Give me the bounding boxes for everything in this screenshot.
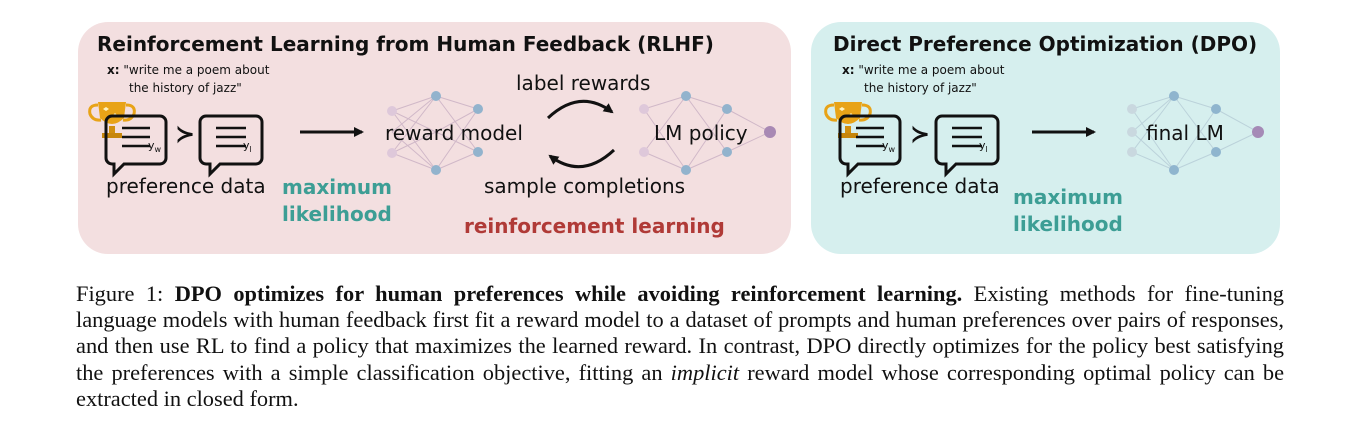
speech-bubble-icon bbox=[934, 114, 1000, 178]
label-rewards-label: label rewards bbox=[516, 71, 651, 95]
neural-network-icon bbox=[387, 91, 483, 175]
reinforcement-learning-label: reinforcement learning bbox=[464, 214, 725, 238]
prompt-line1: "write me a poem about bbox=[858, 63, 1005, 77]
prompt-label: x: bbox=[842, 63, 855, 77]
dpo-panel bbox=[811, 22, 1280, 254]
figure-caption: Figure 1: DPO optimizes for human prefer… bbox=[76, 281, 1284, 412]
rlhf-title: Reinforcement Learning from Human Feedba… bbox=[97, 32, 714, 56]
sample-completions-label: sample completions bbox=[484, 174, 686, 198]
prompt-line1: "write me a poem about bbox=[123, 63, 270, 77]
caption-bold: DPO optimizes for human preferences whil… bbox=[174, 281, 963, 306]
prompt-label: x: bbox=[107, 63, 120, 77]
speech-bubble-icon bbox=[838, 114, 902, 178]
neural-network-icon bbox=[1127, 91, 1264, 175]
lm-policy-label: LM policy bbox=[654, 121, 748, 145]
rlhf-panel bbox=[78, 22, 791, 254]
preference-symbol: ≻ bbox=[910, 120, 931, 148]
caption-prefix: Figure 1: bbox=[76, 281, 175, 306]
response-yw-label: yw bbox=[148, 139, 162, 155]
caption-text: Existing methods for fine-tuning languag… bbox=[76, 281, 1284, 385]
speech-bubble-icon bbox=[198, 114, 264, 178]
response-yw-label: yw bbox=[882, 139, 896, 155]
caption-text-end: reward model whose corresponding optimal… bbox=[76, 359, 1285, 411]
curved-arrow-icon bbox=[546, 99, 614, 120]
prompt-text: x: "write me a poem about the history of… bbox=[107, 61, 269, 97]
curved-arrow-icon bbox=[548, 148, 616, 169]
prompt-line2: the history of jazz" bbox=[129, 81, 242, 95]
dpo-title: Direct Preference Optimization (DPO) bbox=[833, 32, 1258, 56]
preference-data-label: preference data bbox=[106, 174, 266, 198]
caption-italic: implicit bbox=[670, 359, 740, 385]
preference-symbol: ≻ bbox=[175, 120, 196, 148]
prompt-line2: the history of jazz" bbox=[864, 81, 977, 95]
prompt-text: x: "write me a poem about the history of… bbox=[842, 61, 1004, 97]
preference-data-label: preference data bbox=[840, 174, 1000, 198]
speech-bubble-icon bbox=[104, 114, 168, 178]
trophy-icon bbox=[88, 100, 136, 140]
neural-network-icon bbox=[639, 91, 776, 175]
reward-model-label: reward model bbox=[385, 121, 523, 145]
response-yl-label: yl bbox=[979, 139, 988, 155]
response-yl-label: yl bbox=[243, 139, 252, 155]
trophy-icon bbox=[824, 100, 872, 140]
final-lm-label: final LM bbox=[1146, 121, 1224, 145]
